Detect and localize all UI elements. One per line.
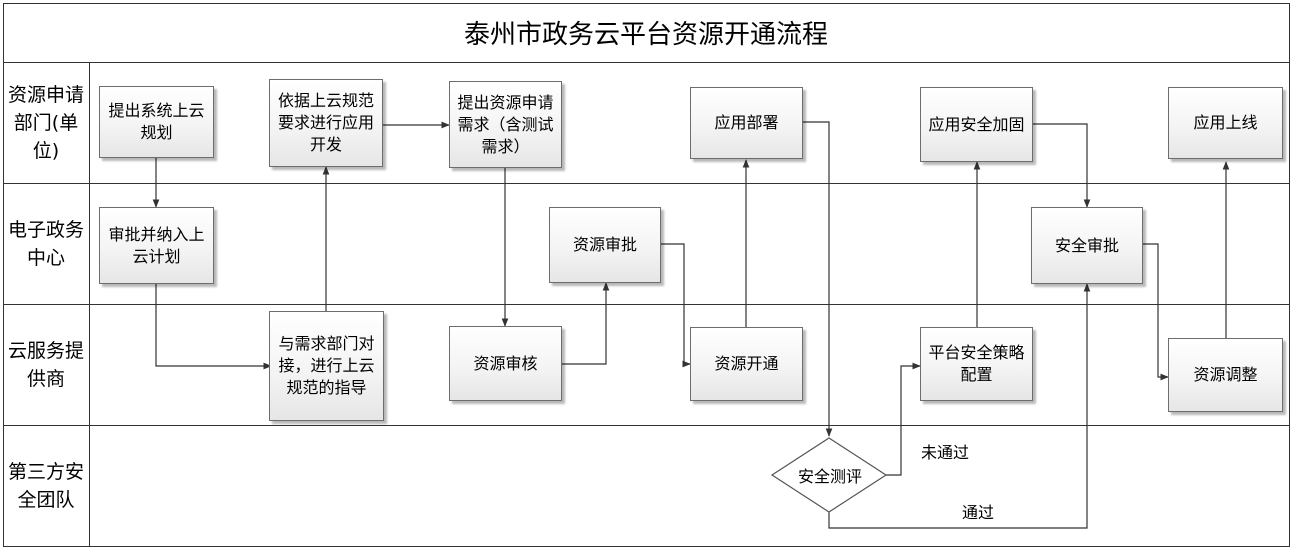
node-online: 应用上线	[1168, 87, 1283, 159]
lane-label-applicant: 资源申请部门(单位)	[7, 84, 84, 162]
node-security-approve: 安全审批	[1031, 207, 1143, 284]
node-plan-label: 提出系统上云规划	[108, 101, 205, 142]
edge-test-fail	[886, 362, 921, 476]
node-resource-approve-label: 资源审批	[572, 235, 637, 254]
node-approve-plan-label: 审批并纳入上云计划	[108, 224, 205, 266]
edge-approve-to-adjust	[1142, 243, 1169, 381]
edge-harden-to-approve	[1032, 123, 1091, 208]
edge-approve-to-open	[660, 243, 691, 368]
node-resource-review: 资源审核	[449, 326, 562, 401]
edge-review-to-approve	[561, 282, 610, 365]
node-request: 提出资源申请需求（含测试需求）	[449, 81, 562, 168]
node-online-label: 应用上线	[1193, 113, 1258, 132]
lane-label-egov-center: 电子政务中心	[7, 219, 84, 269]
node-approve-plan: 审批并纳入上云计划	[99, 207, 214, 284]
node-deploy: 应用部署	[690, 87, 803, 159]
edge-approve-to-guide	[155, 284, 272, 370]
node-resource-approve: 资源审批	[549, 207, 661, 283]
edge-test-pass	[828, 283, 1091, 529]
node-resource-open: 资源开通	[690, 327, 803, 401]
node-harden-label: 应用安全加固	[928, 114, 1025, 134]
edge-label-pass: 通过	[962, 503, 995, 522]
diagram-title: 泰州市政务云平台资源开通流程	[463, 20, 828, 50]
edge-deploy-to-test	[802, 121, 833, 437]
node-plan: 提出系统上云规划	[99, 86, 214, 158]
node-resource-adjust-label: 资源调整	[1193, 365, 1258, 384]
node-security-policy-label: 平台安全策略配置	[928, 343, 1025, 384]
node-develop: 依据上云规范要求进行应用开发	[269, 79, 383, 167]
node-guide: 与需求部门对接，进行上云规范的指导	[269, 311, 384, 421]
lane-label-security-team: 第三方安全团队	[7, 461, 84, 511]
node-resource-open-label: 资源开通	[714, 354, 779, 373]
node-deploy-label: 应用部署	[714, 113, 779, 132]
node-security-test-label: 安全测评	[797, 467, 862, 486]
node-request-label: 提出资源申请需求（含测试需求）	[457, 92, 554, 156]
node-harden: 应用安全加固	[920, 87, 1033, 162]
node-develop-label: 依据上云规范要求进行应用开发	[277, 91, 374, 154]
node-resource-adjust: 资源调整	[1168, 338, 1283, 412]
lane-label-cloud-provider: 云服务提供商	[7, 340, 84, 390]
security-test-diamond	[770, 437, 888, 513]
node-guide-label: 与需求部门对接，进行上云规范的指导	[278, 334, 375, 397]
outer-frame	[3, 3, 1290, 547]
node-resource-review-label: 资源审核	[473, 353, 538, 373]
node-security-policy: 平台安全策略配置	[920, 327, 1033, 401]
edge-label-fail: 未通过	[921, 443, 970, 462]
node-security-approve-label: 安全审批	[1054, 235, 1119, 255]
